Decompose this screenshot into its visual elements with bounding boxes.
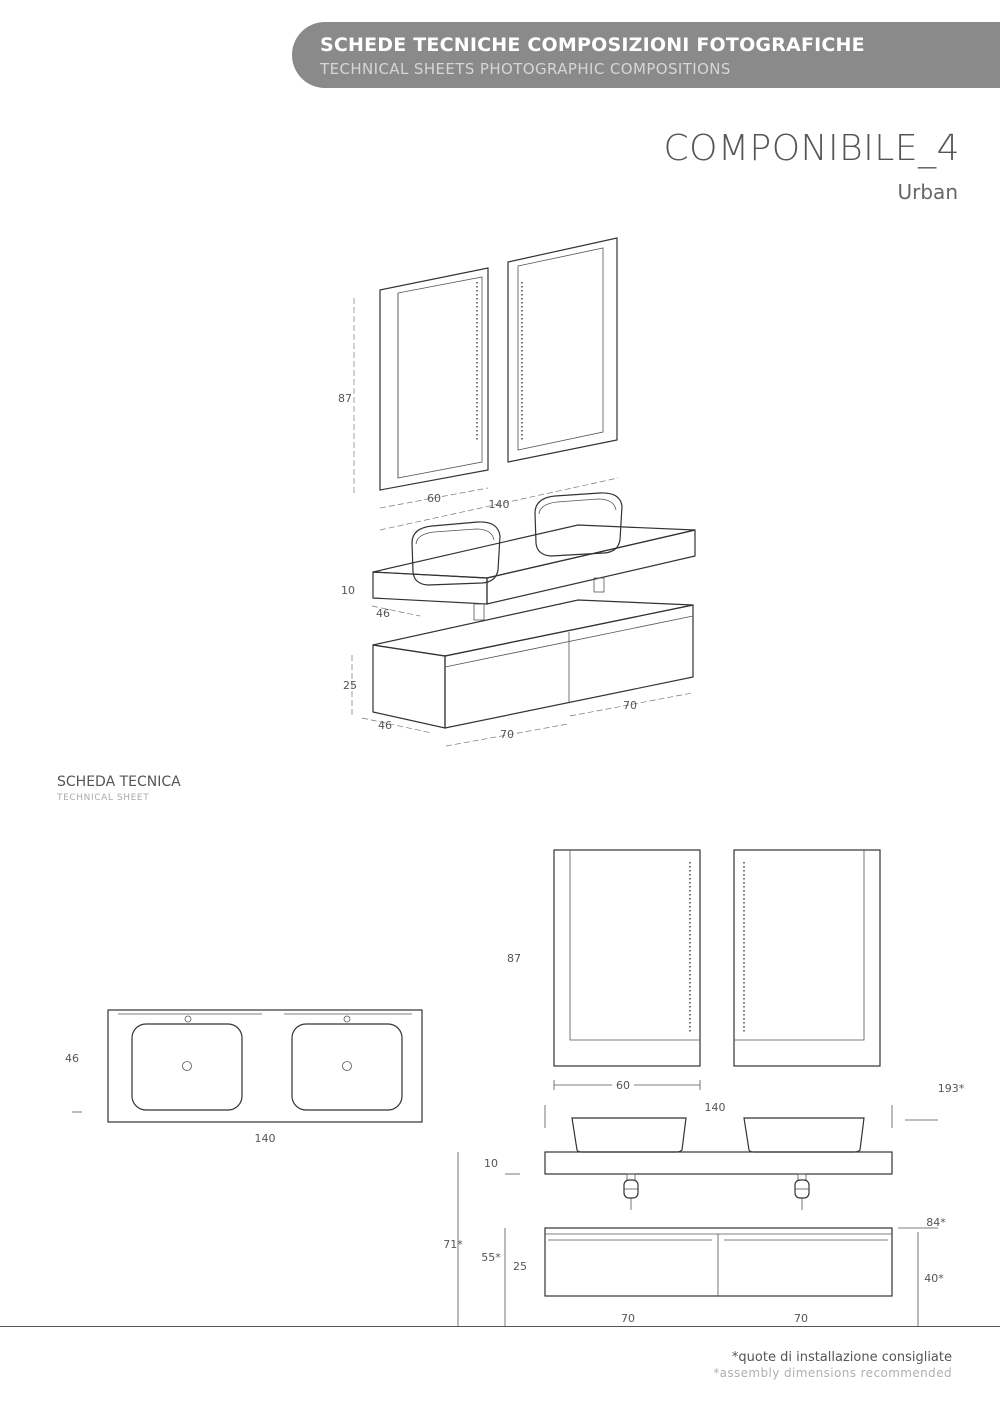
elev-basin-right <box>743 1117 865 1153</box>
elev-dim-drawer-left: 70 <box>621 1312 635 1325</box>
elev-basin-left <box>571 1117 687 1153</box>
plan-view: 46 140 <box>65 1009 423 1145</box>
elev-mirror-left <box>553 849 701 1067</box>
persp-dim-total-width: 140 <box>489 498 510 511</box>
perspective-mirror-right <box>507 237 618 463</box>
persp-dim-mirror-width: 60 <box>427 492 441 505</box>
perspective-shelf <box>372 524 696 605</box>
footnote-en: *assembly dimensions recommended <box>713 1366 952 1380</box>
elev-drain-right <box>794 1173 810 1210</box>
elev-dim-top-width: 140 <box>705 1101 726 1114</box>
persp-dim-shelf-depth: 46 <box>376 607 390 620</box>
technical-sheet-subtitle: TECHNICAL SHEET <box>57 793 150 803</box>
technical-sheet-title: SCHEDA TECNICA <box>57 774 181 790</box>
elev-mirror-right <box>733 849 881 1067</box>
persp-dim-cabinet-height: 25 <box>343 679 357 692</box>
header-title-en: TECHNICAL SHEETS PHOTOGRAPHIC COMPOSITIO… <box>320 60 731 78</box>
elev-drain-left <box>623 1173 639 1210</box>
perspective-basin-left <box>411 521 501 586</box>
front-elevation: 87 60 193* 140 10 <box>443 849 965 1326</box>
elev-cabinet <box>544 1227 893 1297</box>
elev-dim-floor-top: 71* <box>443 1238 463 1251</box>
perspective-drawing: 87 60 140 10 46 <box>338 237 696 747</box>
persp-dim-mirror-height: 87 <box>338 392 352 405</box>
perspective-basin-right <box>534 492 623 557</box>
persp-dim-cabinet-depth: 46 <box>378 719 392 732</box>
elev-dim-floor-cabinet: 55* <box>481 1251 501 1264</box>
persp-dim-shelf-thickness: 10 <box>341 584 355 597</box>
elev-dim-mirror-height: 87 <box>507 952 521 965</box>
composition-name: COMPONIBILE_4 <box>663 128 960 169</box>
plan-dim-width: 140 <box>255 1132 276 1145</box>
elev-dim-drawer-right: 70 <box>794 1312 808 1325</box>
persp-dim-drawer-left: 70 <box>500 728 514 741</box>
elev-dim-upper-install: 84* <box>926 1216 946 1229</box>
elev-dim-shelf-thickness: 10 <box>484 1157 498 1170</box>
elev-dim-lower-install: 40* <box>924 1272 944 1285</box>
plan-basin-left <box>131 1015 243 1111</box>
elev-shelf <box>544 1151 893 1175</box>
header-title-it: SCHEDE TECNICHE COMPOSIZIONI FOTOGRAFICH… <box>320 34 865 56</box>
elev-dim-mirror-width: 60 <box>616 1079 630 1092</box>
collection-name: Urban <box>897 180 959 204</box>
plan-basin-right <box>291 1015 403 1111</box>
elev-dim-cabinet-height: 25 <box>513 1260 527 1273</box>
floor-line <box>0 1326 1000 1327</box>
persp-dim-drawer-right: 70 <box>623 699 637 712</box>
perspective-mirror-left <box>379 267 489 491</box>
elev-dim-total-height: 193* <box>938 1082 965 1095</box>
footnote-it: *quote di installazione consigliate <box>731 1350 952 1365</box>
plan-dim-depth: 46 <box>65 1052 79 1065</box>
perspective-cabinet <box>372 599 694 729</box>
header-banner: SCHEDE TECNICHE COMPOSIZIONI FOTOGRAFICH… <box>292 22 1000 88</box>
